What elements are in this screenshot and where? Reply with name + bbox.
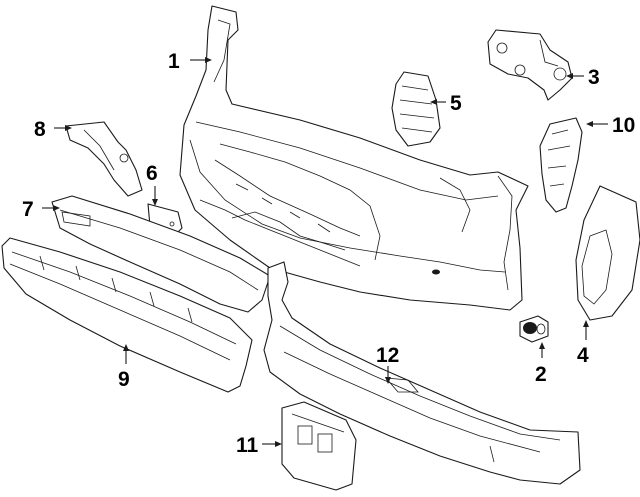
- side-molding-part-4[interactable]: [575, 185, 640, 321]
- callout-4: 4: [577, 344, 589, 367]
- callout-1: 1: [168, 50, 180, 73]
- bracket-part-3[interactable]: [487, 29, 573, 101]
- lower-valance-part-9[interactable]: [1, 237, 253, 393]
- grille-insert-part-5[interactable]: [391, 71, 441, 147]
- bracket-part-10[interactable]: [539, 117, 583, 213]
- leader-lines: [42, 57, 608, 447]
- lower-bumper-part-12[interactable]: [263, 261, 581, 485]
- callout-7: 7: [22, 198, 34, 221]
- absorber-part-7[interactable]: [51, 195, 271, 313]
- callout-12: 12: [376, 344, 399, 367]
- callout-9: 9: [118, 368, 130, 391]
- callout-11: 11: [236, 434, 259, 457]
- callout-labels: 1 2 3 4 5 6 7 8 9 10 11 12: [22, 50, 635, 457]
- license-bracket-part-11[interactable]: [281, 401, 357, 491]
- callout-3: 3: [588, 66, 600, 89]
- bumper-cover-part-1[interactable]: [179, 5, 529, 311]
- callout-10: 10: [612, 114, 635, 137]
- sensor-part-2[interactable]: [519, 315, 549, 343]
- bracket-part-8[interactable]: [65, 121, 143, 197]
- callout-2: 2: [535, 363, 547, 386]
- callout-6: 6: [146, 162, 158, 185]
- callout-8: 8: [34, 118, 46, 141]
- callout-5: 5: [450, 92, 462, 115]
